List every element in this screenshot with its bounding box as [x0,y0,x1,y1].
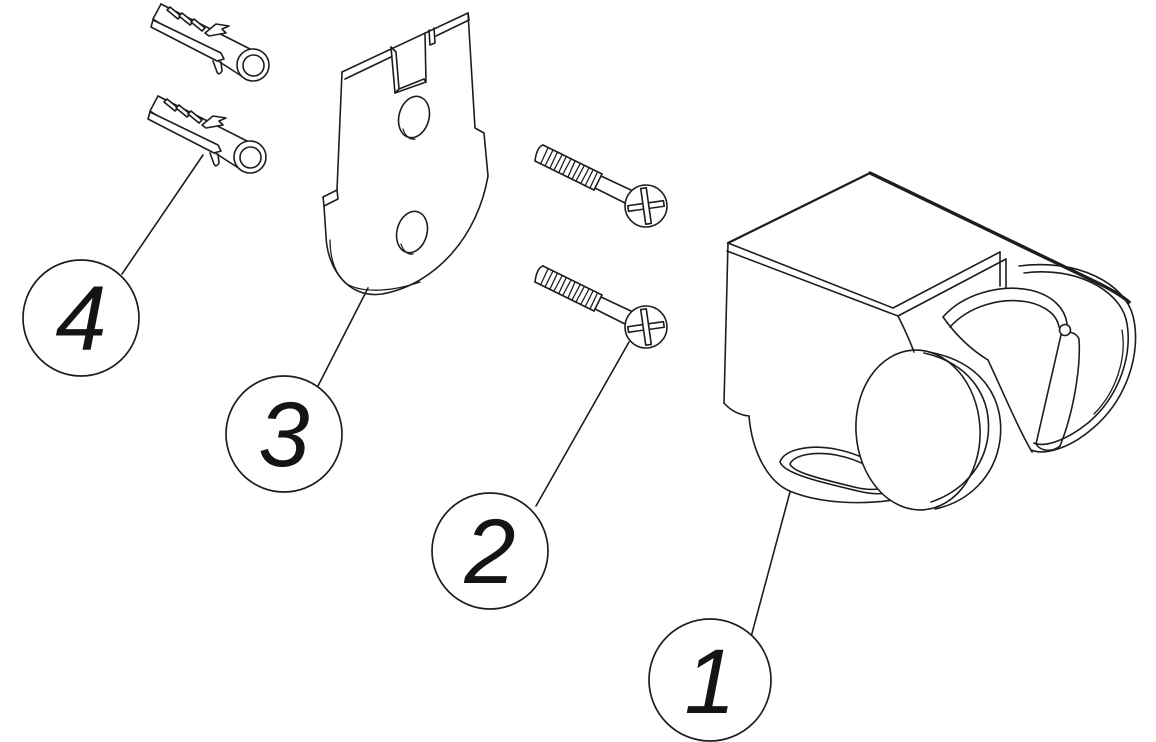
shower-holder-bracket-drawing [723,171,1137,511]
mounting-plate-drawing [322,12,489,296]
wall-anchors-drawing [147,3,270,174]
callout-circle-3 [225,375,343,493]
callout-number-1: 1 [684,631,735,733]
callout-circle-4 [22,259,140,377]
callout-4: 4 [22,154,204,377]
callout-number-4: 4 [55,268,106,370]
leader-line-3 [317,287,369,387]
callout-circle-1 [648,618,772,742]
screw-2 [534,265,668,349]
screws-drawing [534,144,668,349]
wall-anchor-1 [150,3,270,82]
callout-1: 1 [648,491,791,742]
callout-number-3: 3 [258,384,309,486]
callout-2: 2 [431,341,630,610]
wall-anchor-2 [147,95,267,174]
callouts: 4 3 2 1 [22,154,791,742]
callout-number-2: 2 [463,501,515,603]
callout-circle-2 [431,492,549,610]
leader-line-4 [121,154,204,275]
leader-line-2 [535,341,630,507]
callout-3: 3 [225,287,369,493]
screw-1 [534,144,668,228]
leader-line-1 [750,491,791,638]
